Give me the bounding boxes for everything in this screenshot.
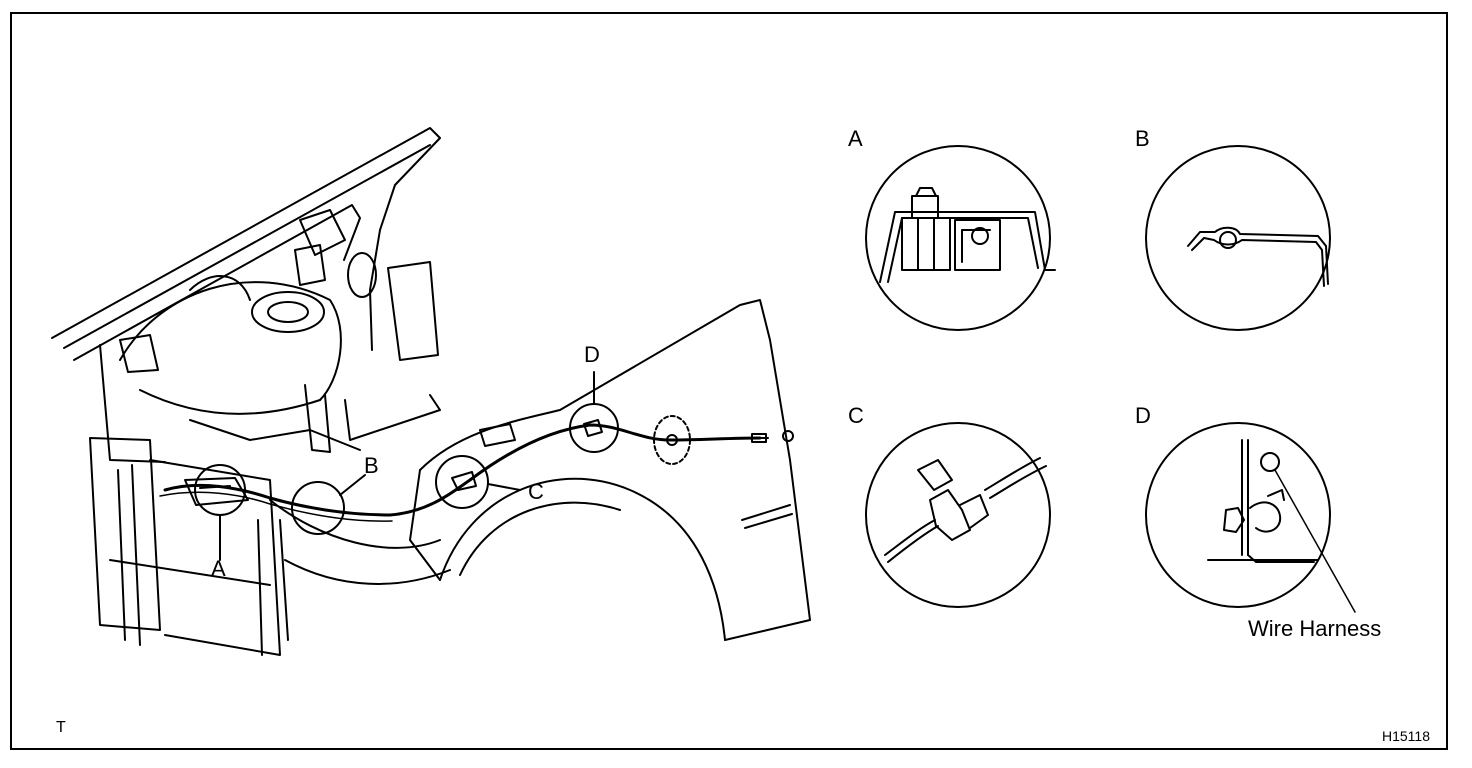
detail-label-a: A — [848, 126, 863, 151]
callout-label-a: A — [211, 556, 226, 581]
wire-harness-leader — [1274, 469, 1356, 613]
detail-label-b: B — [1135, 126, 1150, 151]
wire-harness-label: Wire Harness — [1248, 616, 1382, 641]
vehicle-front-body — [51, 127, 811, 656]
wire-harness-point — [1260, 452, 1280, 472]
callout-label-d: D — [584, 342, 600, 367]
detail-b-view — [1145, 145, 1331, 331]
leader-b — [339, 474, 366, 496]
figure-code: H15118 — [1382, 728, 1431, 744]
callout-label-c: C — [528, 479, 544, 504]
callout-circles — [194, 371, 619, 561]
detail-a-view — [865, 145, 1056, 331]
corner-mark: T — [56, 719, 66, 736]
callout-circle-c — [435, 455, 489, 509]
detail-label-d: D — [1135, 403, 1151, 428]
wire-harness-route — [159, 415, 794, 522]
callout-label-b: B — [364, 453, 379, 478]
callout-circle-b — [291, 481, 345, 535]
leader-c — [487, 483, 521, 491]
detail-c-view — [865, 422, 1051, 608]
detail-label-c: C — [848, 403, 864, 428]
detail-d-view — [1145, 422, 1356, 613]
figure-frame — [10, 12, 1448, 750]
